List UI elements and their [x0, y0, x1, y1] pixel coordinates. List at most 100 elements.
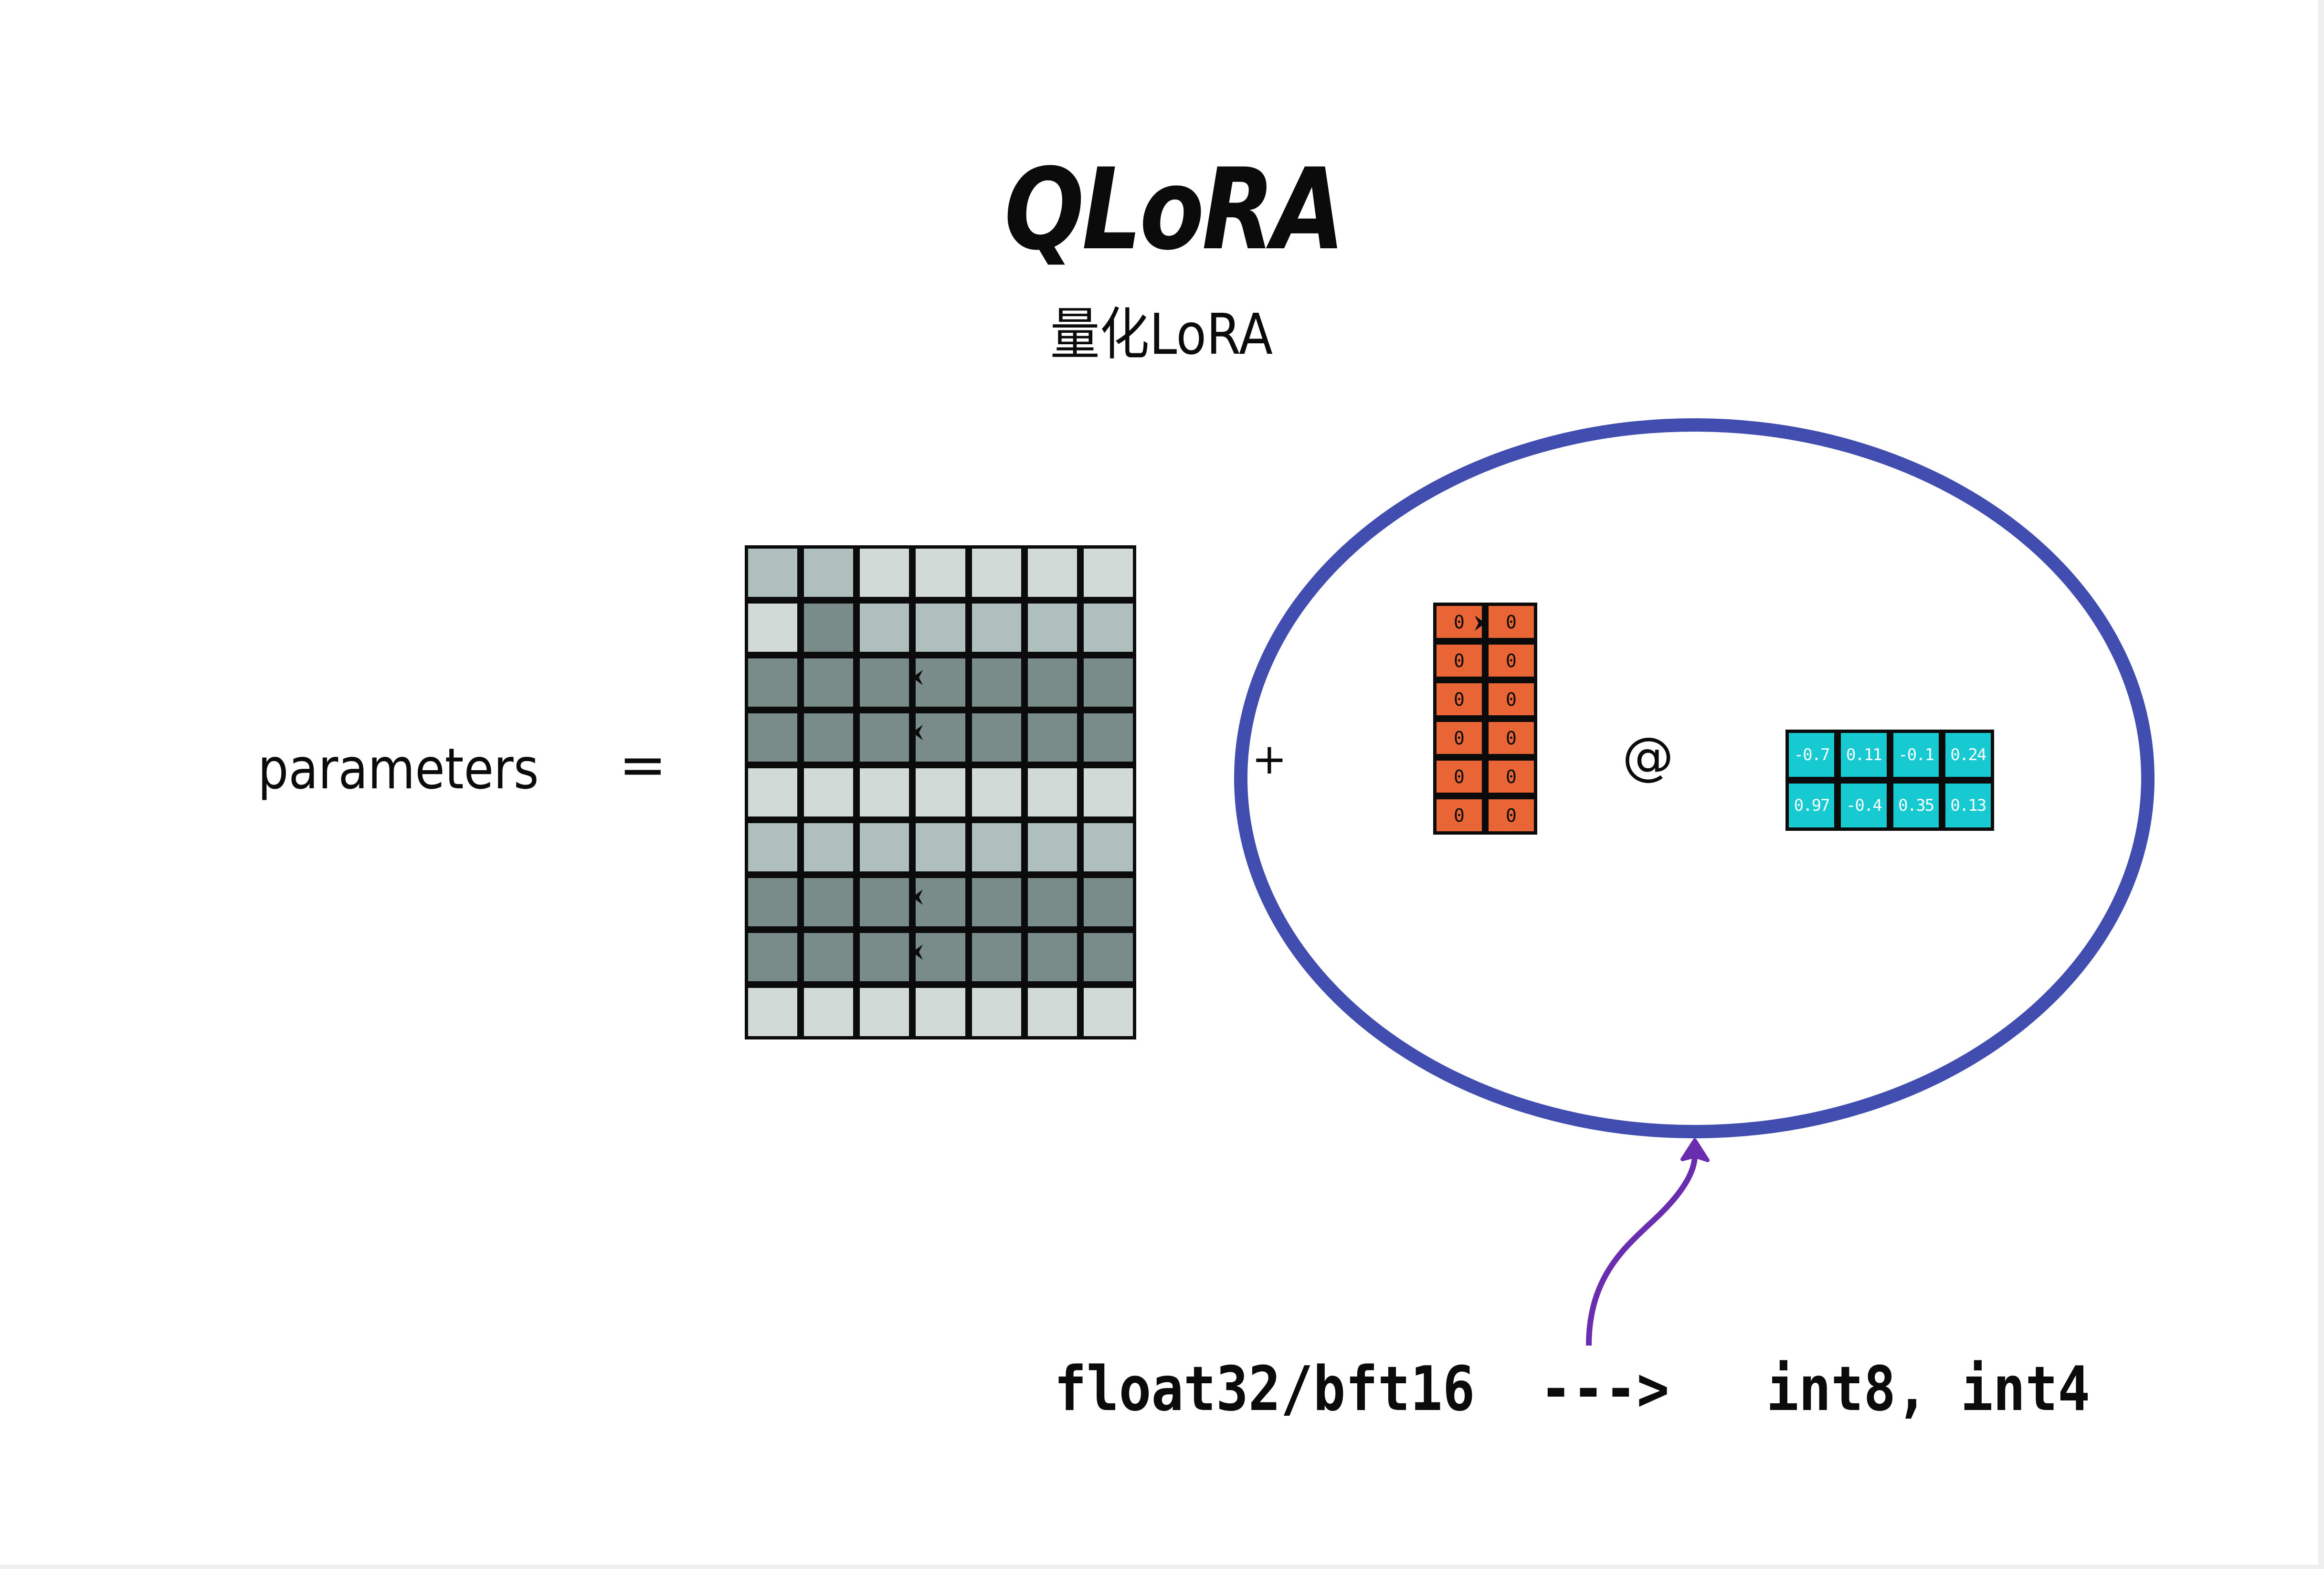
weight-cell [968, 930, 1025, 985]
weight-cell [745, 710, 801, 765]
lora-b-cell-value: 0.97 [1794, 796, 1830, 815]
lora-a-cell-value: 0 [1454, 650, 1465, 671]
weight-cell [856, 710, 913, 765]
lora-a-cell: 0 [1485, 757, 1537, 796]
lora-b-cell-value: -0.4 [1846, 796, 1882, 815]
weight-cell [745, 985, 801, 1039]
lora-b-cell: -0.1 [1890, 730, 1942, 780]
lora-a-cell-value: 0 [1506, 805, 1517, 826]
weight-cell [1080, 765, 1136, 820]
lora-b-cell: -0.7 [1785, 730, 1838, 780]
weight-cell [801, 600, 857, 655]
quantization-annotation: float32/bft16 ---> int8, int4 [1054, 1354, 2091, 1425]
weight-cell [856, 875, 913, 930]
lora-a-cell: 0 [1485, 680, 1537, 719]
weight-cell [745, 545, 801, 600]
lora-a-cell-value: 0 [1506, 766, 1517, 787]
weight-cell [1024, 985, 1080, 1039]
weight-cell [745, 600, 801, 655]
lora-a-matrix: 0 0 0 0 0 0 0 0 0 0 0 0 [1433, 603, 1537, 835]
weight-cell [801, 875, 857, 930]
weight-cell [968, 545, 1025, 600]
lora-b-cell: 0.97 [1785, 780, 1838, 831]
lora-a-cell: 0 [1433, 796, 1485, 835]
plus-operator: + [1252, 734, 1287, 784]
weight-cell [801, 710, 857, 765]
weight-cell [912, 545, 969, 600]
arrow-head-icon [1680, 1138, 1710, 1162]
weight-cell [912, 820, 969, 875]
weight-cell [801, 930, 857, 985]
weight-cell [912, 985, 969, 1039]
lora-a-cell: 0 [1485, 603, 1537, 641]
weight-cell [968, 875, 1025, 930]
lora-b-cell: 0.11 [1838, 730, 1890, 780]
lora-b-cell-value: 0.35 [1898, 796, 1934, 815]
weight-cell [1080, 710, 1136, 765]
weight-cell [912, 875, 969, 930]
cursor-arrow-left-icon [912, 944, 923, 960]
cursor-arrow-right-icon [1475, 615, 1485, 631]
lora-a-cell-value: 0 [1454, 727, 1465, 749]
weight-cell [1024, 710, 1080, 765]
lora-a-cell: 0 [1485, 719, 1537, 757]
lora-b-cell-value: -0.7 [1794, 745, 1830, 764]
weight-cell [912, 765, 969, 820]
lora-a-cell-value: 0 [1454, 766, 1465, 787]
quantization-arrow [1586, 1155, 1698, 1346]
weight-cell [745, 875, 801, 930]
slide-title: QLoRA [1004, 145, 1345, 275]
weight-cell [1080, 600, 1136, 655]
weight-cell [1080, 930, 1136, 985]
weight-cell [1080, 655, 1136, 710]
lora-a-cell-value: 0 [1506, 689, 1517, 710]
lora-a-cell: 0 [1433, 757, 1485, 796]
lora-b-matrix: -0.7 0.11 -0.1 0.24 0.97 -0.4 0.35 0.13 [1785, 730, 1994, 831]
lora-b-cell: -0.4 [1838, 780, 1890, 831]
weight-cell [968, 655, 1025, 710]
lora-a-cell: 0 [1433, 719, 1485, 757]
cursor-arrow-left-icon [912, 670, 923, 685]
weight-cell [912, 710, 969, 765]
weight-cell [1080, 875, 1136, 930]
lora-a-cell-value: 0 [1454, 805, 1465, 826]
lora-b-cell-value: 0.11 [1846, 745, 1882, 764]
lora-a-cell-value: 0 [1506, 611, 1517, 633]
weight-cell [912, 655, 969, 710]
lora-b-cell: 0.24 [1942, 730, 1994, 780]
lora-b-cell: 0.13 [1942, 780, 1994, 831]
weight-cell [856, 765, 913, 820]
weight-cell [968, 765, 1025, 820]
weight-cell [968, 985, 1025, 1039]
weight-cell [1080, 545, 1136, 600]
lora-a-cell: 0 [1433, 680, 1485, 719]
lora-a-cell: 0 [1433, 603, 1485, 641]
lora-a-cell-value: 0 [1454, 611, 1465, 633]
weight-cell [856, 655, 913, 710]
lora-a-cell: 0 [1433, 641, 1485, 680]
weight-cell [856, 985, 913, 1039]
weight-cell [968, 600, 1025, 655]
weight-cell [1024, 600, 1080, 655]
lora-highlight-ellipse [1234, 418, 2155, 1138]
weight-cell [801, 765, 857, 820]
weight-cell [1080, 820, 1136, 875]
lora-b-cell-value: -0.1 [1898, 745, 1934, 764]
weight-cell [856, 600, 913, 655]
lora-a-cell-value: 0 [1454, 689, 1465, 710]
weight-cell [745, 655, 801, 710]
weight-cell [745, 930, 801, 985]
weight-cell [745, 820, 801, 875]
lora-a-cell-value: 0 [1506, 727, 1517, 749]
weight-cell [801, 655, 857, 710]
weight-cell [801, 545, 857, 600]
weight-cell [745, 765, 801, 820]
cursor-arrow-left-icon [912, 890, 923, 905]
weight-cell [1024, 655, 1080, 710]
weight-cell [856, 820, 913, 875]
lora-a-cell-value: 0 [1506, 650, 1517, 671]
lora-b-cell: 0.35 [1890, 780, 1942, 831]
cursor-arrow-left-icon [912, 725, 923, 740]
weight-cell [1080, 985, 1136, 1039]
